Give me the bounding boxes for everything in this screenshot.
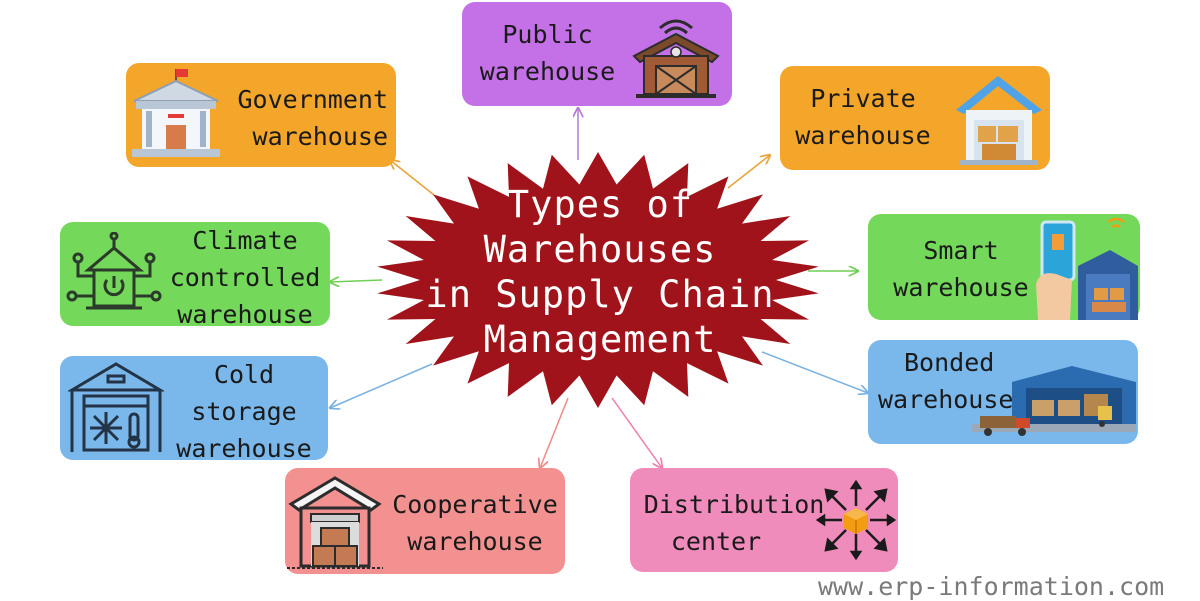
node-climate-label: Climate controlled warehouse (164, 222, 326, 333)
label-line: Bonded (904, 348, 995, 377)
watermark: www.erp-information.com (818, 572, 1165, 601)
label-line: warehouse (176, 434, 312, 463)
center-title-line: in Supply Chain (425, 273, 775, 316)
cold-storage-snowflake-icon (68, 362, 164, 452)
node-government-label: Government warehouse (216, 81, 388, 155)
label-line: Smart (923, 236, 999, 265)
distribution-box-arrows-icon (816, 480, 896, 560)
label-line: warehouse (479, 57, 616, 86)
node-bonded: Bonded warehouse (868, 340, 1138, 444)
center-title: Types of Warehouses in Supply Chain Mana… (400, 182, 800, 362)
bonded-warehouse-forklift-icon (972, 366, 1136, 436)
connector-cooperative (540, 397, 569, 468)
label-line: warehouse (177, 300, 313, 329)
label-line: storage (191, 397, 297, 426)
center-title-line: Management (483, 318, 717, 361)
node-cold: Cold storage warehouse (60, 356, 328, 463)
connector-climate (330, 280, 383, 282)
label-line: Distribution (643, 490, 825, 519)
label-line: center (670, 527, 762, 556)
node-cooperative: Cooperative warehouse (285, 468, 565, 574)
center-title-line: Types of (506, 183, 694, 226)
label-line: Government (237, 85, 388, 114)
node-distribution: Distribution center (630, 468, 898, 572)
node-private: Private warehouse (780, 66, 1050, 170)
label-line: Climate (192, 226, 298, 255)
node-public: Public warehouse (462, 2, 732, 106)
label-line: warehouse (407, 527, 543, 556)
connector-bonded (761, 351, 868, 393)
center-title-line: Warehouses (483, 228, 717, 271)
cooperative-warehouse-icon (287, 476, 383, 569)
label-line: Cold (213, 360, 275, 389)
phone-warehouse-icon (1036, 217, 1138, 320)
label-line: warehouse (893, 273, 1029, 302)
label-line: controlled (169, 263, 321, 292)
warehouse-wifi-icon (632, 19, 720, 98)
label-line: warehouse (795, 121, 931, 150)
node-smart: Smart warehouse (868, 214, 1140, 320)
center-starburst (377, 152, 819, 408)
node-climate: Climate controlled warehouse (60, 222, 330, 329)
smart-home-power-icon (66, 232, 162, 310)
label-line: warehouse (252, 122, 388, 151)
node-public-label: Public warehouse (470, 16, 625, 90)
node-private-label: Private warehouse (788, 80, 938, 154)
connector-cold (330, 363, 433, 408)
node-cooperative-label: Cooperative warehouse (387, 486, 563, 560)
government-building-icon (132, 69, 220, 157)
node-government: Government warehouse (126, 63, 396, 167)
connector-government (390, 160, 435, 196)
private-house-boxes-icon (956, 76, 1042, 165)
node-smart-label: Smart warehouse (886, 232, 1036, 306)
label-line: Public (502, 20, 593, 49)
label-line: warehouse (878, 385, 1014, 414)
node-cold-label: Cold storage warehouse (168, 356, 320, 467)
node-bonded-label: Bonded warehouse (878, 344, 1038, 418)
connector-private (727, 155, 770, 189)
label-line: Private (810, 84, 916, 113)
connector-distribution (611, 397, 662, 468)
label-line: Cooperative (392, 490, 558, 519)
node-distribution-label: Distribution center (636, 486, 832, 560)
